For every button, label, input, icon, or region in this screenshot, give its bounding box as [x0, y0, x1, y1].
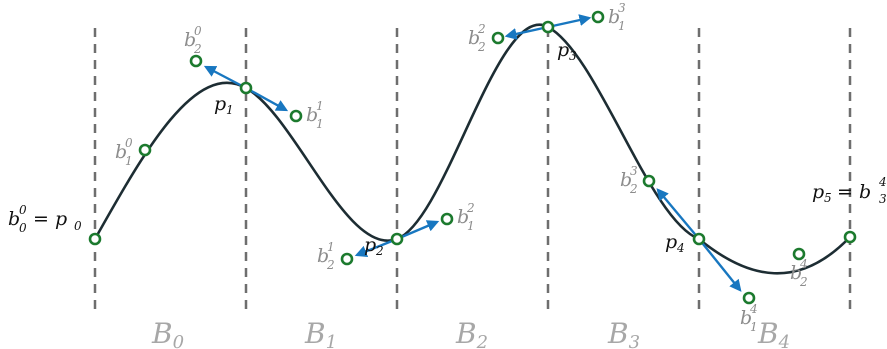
segment-label-b2: B2	[455, 317, 488, 349]
knot-label-p2: p 2	[364, 234, 384, 258]
tangent-arrow-p3-right	[547, 14, 592, 29]
tangent-arrow-p1-right	[245, 86, 289, 112]
svg-text:0: 0	[74, 219, 82, 233]
knot-label-p3: p 3	[557, 39, 577, 63]
knot-point-p1	[239, 81, 253, 95]
svg-text:2: 2	[326, 258, 335, 272]
knot-point-p2	[390, 232, 404, 246]
segment-label-b1: B1	[304, 317, 337, 349]
svg-text:b: b	[8, 208, 20, 230]
knot-label-p4: p 4	[665, 231, 685, 255]
control-label-b4-1: b 4 1	[740, 302, 758, 334]
svg-text:3: 3	[618, 1, 626, 15]
svg-text:b: b	[317, 245, 329, 267]
segment-label-b0: B0	[151, 317, 184, 349]
svg-text:2: 2	[193, 42, 202, 56]
svg-text:= p: = p	[33, 208, 67, 230]
svg-text:1: 1	[750, 320, 758, 334]
svg-text:0: 0	[19, 203, 27, 217]
segment-label-b4: B4	[757, 317, 790, 349]
knot-label-p1: p 1	[214, 93, 234, 117]
control-point-b2-1	[440, 212, 454, 226]
svg-text:1: 1	[618, 19, 626, 33]
knot-point-p3	[541, 20, 555, 34]
control-point-b2-2	[491, 31, 505, 45]
svg-text:1: 1	[226, 103, 234, 117]
svg-text:2: 2	[629, 182, 638, 196]
knot-point-p4	[692, 232, 706, 246]
control-label-b0-1: b 0 1	[115, 136, 133, 168]
svg-text:p: p	[364, 234, 376, 256]
control-point-b4-1	[742, 291, 756, 305]
tangent-arrow-p4-right	[698, 238, 742, 292]
svg-text:3: 3	[630, 164, 638, 178]
svg-text:p: p	[812, 181, 824, 203]
svg-text:2: 2	[375, 244, 384, 258]
svg-text:b: b	[457, 206, 469, 228]
control-label-b3-1: b 3 1	[608, 1, 626, 33]
control-label-b2-1: b 2 1	[457, 201, 475, 233]
svg-text:b: b	[620, 169, 632, 191]
svg-text:5: 5	[824, 191, 832, 205]
control-label-b0-2: b 0 2	[184, 24, 202, 56]
svg-text:b: b	[608, 6, 620, 28]
svg-text:0: 0	[19, 221, 27, 235]
control-point-b3-2	[642, 174, 656, 188]
control-label-b4-2: b 4 2	[790, 257, 808, 289]
svg-text:p: p	[557, 39, 569, 61]
control-point-b0-1	[138, 143, 152, 157]
svg-text:2: 2	[466, 201, 475, 215]
svg-text:1: 1	[125, 154, 133, 168]
control-point-b3-1	[591, 10, 605, 24]
svg-text:2: 2	[477, 40, 486, 54]
svg-text:b: b	[740, 307, 752, 329]
tangent-arrow-p2-right	[396, 220, 440, 241]
control-point-b1-1	[289, 109, 303, 123]
svg-text:= b: = b	[837, 181, 871, 203]
svg-text:2: 2	[477, 22, 486, 36]
svg-text:4: 4	[676, 241, 685, 255]
svg-text:b: b	[115, 141, 127, 163]
svg-text:b: b	[184, 29, 196, 51]
tangent-arrow-p1-left	[203, 65, 247, 90]
svg-text:3: 3	[569, 49, 577, 63]
segment-label-b3: B3	[607, 317, 640, 349]
control-point-b1-2	[340, 252, 354, 266]
control-point-b0-2	[189, 54, 203, 68]
svg-text:3: 3	[879, 192, 887, 206]
tangent-arrow-p3-left	[504, 25, 549, 40]
svg-text:1: 1	[467, 219, 475, 233]
control-point-b4-2	[792, 247, 806, 261]
svg-text:0: 0	[194, 24, 202, 38]
control-label-b1-2: b 1 2	[317, 240, 335, 272]
svg-text:4: 4	[878, 175, 887, 189]
control-label-b2-2: b 2 2	[468, 22, 486, 54]
svg-text:b: b	[468, 27, 480, 49]
svg-text:4: 4	[749, 302, 758, 316]
svg-text:1: 1	[316, 117, 324, 131]
knot-point-p0	[88, 232, 102, 246]
svg-text:p: p	[214, 93, 226, 115]
knot-label-p0: b 0 0 = p 0	[8, 203, 82, 235]
svg-text:1: 1	[327, 240, 335, 254]
tangent-arrow-p4-left	[656, 188, 700, 240]
tangent-arrow-p2-left	[354, 237, 398, 258]
spline-curve	[93, 23, 851, 275]
svg-text:2: 2	[799, 275, 808, 289]
control-label-b3-2: b 3 2	[620, 164, 638, 196]
svg-text:p: p	[665, 231, 677, 253]
svg-text:b: b	[790, 262, 802, 284]
knot-label-p5: p 5 = b 4 3	[812, 175, 887, 206]
svg-text:4: 4	[799, 257, 808, 271]
svg-text:1: 1	[316, 99, 324, 113]
svg-text:0: 0	[125, 136, 133, 150]
knot-point-p5	[843, 230, 857, 244]
svg-text:b: b	[306, 104, 318, 126]
control-label-b1-1: b 1 1	[306, 99, 324, 131]
